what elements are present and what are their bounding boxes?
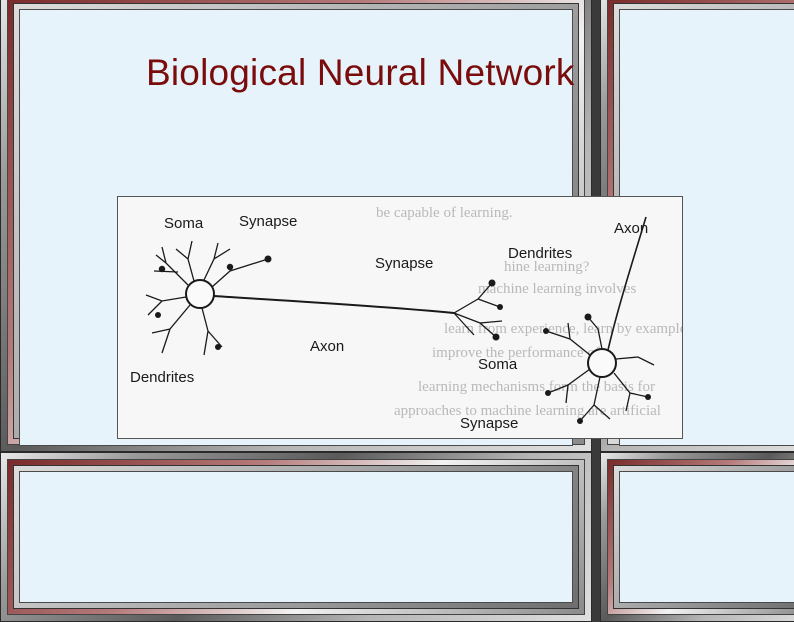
synapse-knob — [215, 344, 221, 350]
synapse-knob — [492, 333, 500, 341]
label-synapse-bottom: Synapse — [460, 415, 518, 432]
right-dendrite — [613, 372, 649, 412]
right-dendrite — [579, 376, 611, 422]
synapse-knob — [577, 418, 583, 424]
right-soma-shape — [587, 348, 617, 378]
synapse-knob — [155, 312, 161, 318]
left-dendrite — [201, 307, 223, 356]
left-dendrite — [145, 294, 187, 316]
neuron-drawing — [145, 216, 655, 422]
synapse-knobs — [155, 255, 651, 424]
frame-bottom-left — [0, 452, 592, 622]
bg-text-line: machine learning involves — [478, 281, 636, 297]
synapse-branch-top — [211, 258, 269, 288]
right-axon-line — [607, 216, 647, 351]
synapse-knob — [645, 394, 651, 400]
bg-text-line: learn from experience, learn by example — [444, 321, 682, 337]
background-scan-text: be capable of learning. hine learning? m… — [376, 205, 682, 419]
label-dendrites-right: Dendrites — [508, 245, 572, 262]
slide-title: Biological Neural Network — [146, 52, 575, 93]
frame-bottom-right — [600, 452, 794, 622]
left-soma-shape — [185, 279, 215, 309]
synapse-knob — [545, 390, 551, 396]
label-dendrites-left: Dendrites — [130, 369, 194, 386]
bg-text-line: learning mechanisms form the basis for — [418, 379, 655, 395]
bg-text-line: hine learning? — [504, 259, 590, 275]
synapse-knob — [584, 313, 592, 321]
neuron-diagram-svg: be capable of learning. hine learning? m… — [130, 205, 682, 432]
bg-text-line: improve the performance of — [432, 345, 600, 361]
synapse-knob — [226, 263, 234, 271]
left-dendrite — [203, 242, 231, 281]
label-soma-left: Soma — [164, 215, 204, 232]
synapse-knob — [497, 304, 503, 310]
label-soma-right: Soma — [478, 356, 518, 373]
left-dendrite — [153, 246, 189, 286]
label-axon-right: Axon — [614, 220, 648, 237]
right-dendrite — [545, 322, 591, 356]
synapse-knob — [543, 328, 549, 334]
synapse-knob — [264, 255, 272, 263]
left-dendrite — [151, 304, 191, 354]
right-dendrite — [587, 316, 603, 350]
bg-text-line: approaches to machine learning are artif… — [394, 403, 661, 419]
left-dendrite — [175, 240, 195, 282]
synapse-knob — [488, 279, 496, 287]
right-dendrite — [547, 368, 591, 404]
label-synapse-middle: Synapse — [375, 255, 433, 272]
axon-terminals — [453, 282, 503, 338]
label-synapse-top-left: Synapse — [239, 213, 297, 230]
axon-line — [213, 295, 455, 314]
right-dendrite — [615, 356, 655, 366]
bg-text-line: be capable of learning. — [376, 205, 513, 221]
synapse-knob — [158, 265, 166, 273]
neuron-diagram: be capable of learning. hine learning? m… — [117, 196, 683, 439]
label-axon-center: Axon — [310, 338, 344, 355]
